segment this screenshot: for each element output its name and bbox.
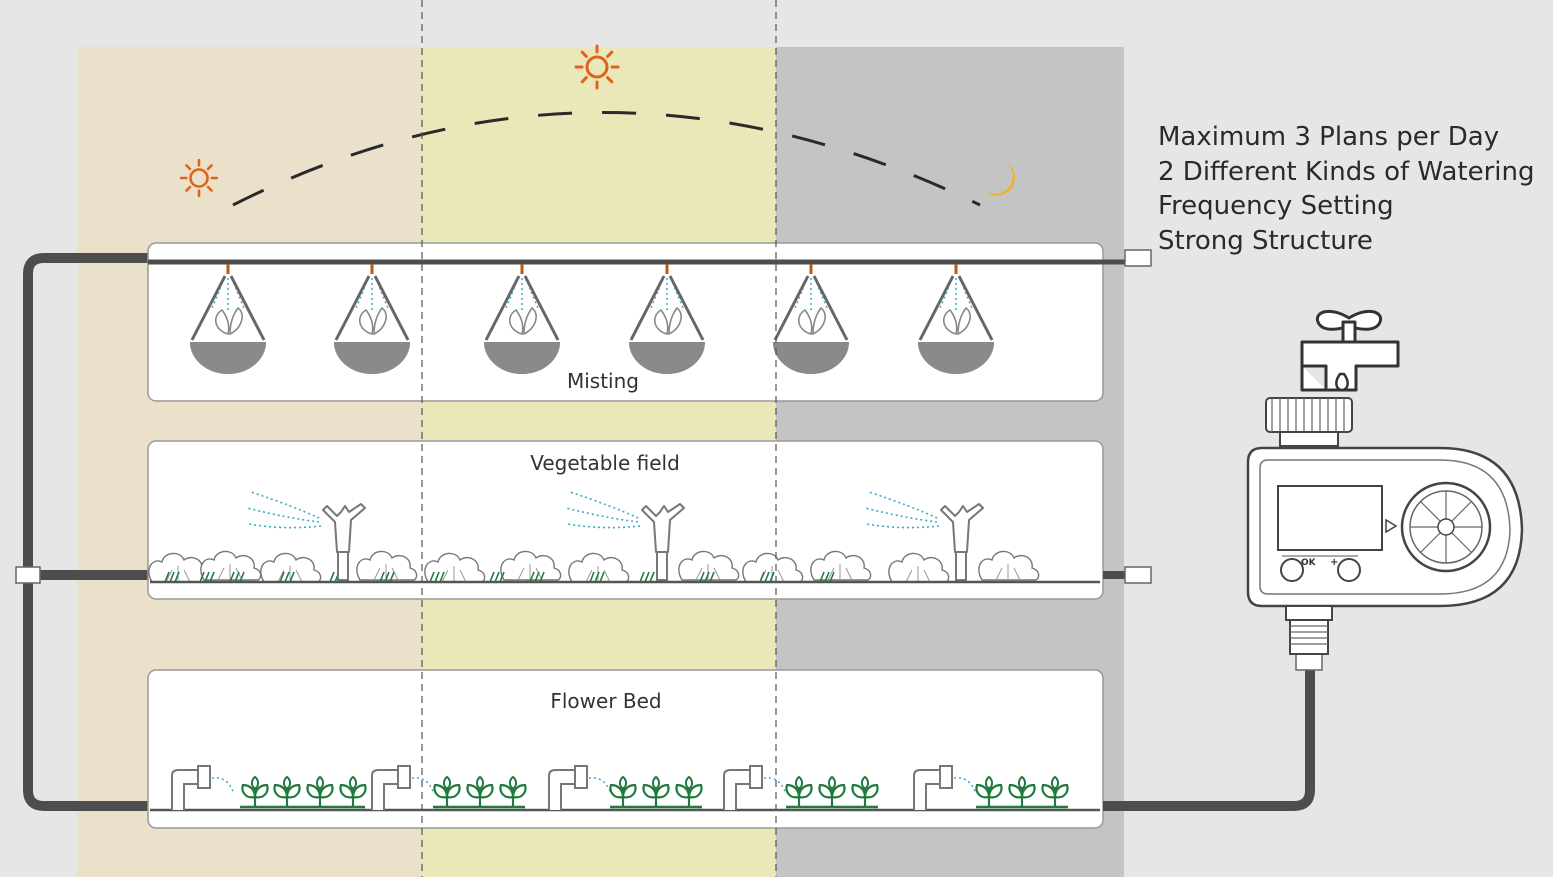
feature-item: Frequency Setting <box>1158 191 1394 221</box>
moon-icon <box>984 162 1016 196</box>
sun-path <box>232 111 981 207</box>
feature-item: Strong Structure <box>1158 225 1373 256</box>
flower-plants <box>240 775 1069 809</box>
feature-item: Maximum 3 Plans per Day <box>1158 122 1500 152</box>
vegetable-zone-label: Vegetable field <box>530 451 680 475</box>
pipe-end-cap <box>1124 249 1152 267</box>
plus-button-label: + <box>1330 557 1338 568</box>
pipe-connector <box>15 566 41 584</box>
pipe-connector <box>1295 653 1323 671</box>
ok-button-label: OK <box>1301 558 1317 568</box>
timer-device-icon: OK + <box>1246 397 1524 655</box>
feature-item: 2 Different Kinds of Watering <box>1158 156 1535 187</box>
pipe-end-cap <box>1124 566 1152 584</box>
misting-zone-label: Misting <box>567 369 639 393</box>
supply-pipe <box>23 253 150 811</box>
flower-zone-label: Flower Bed <box>550 689 661 713</box>
faucet-icon <box>1300 309 1400 392</box>
outlet-pipe <box>1103 668 1315 811</box>
feature-list: Maximum 3 Plans per Day 2 Different Kind… <box>1158 120 1534 258</box>
